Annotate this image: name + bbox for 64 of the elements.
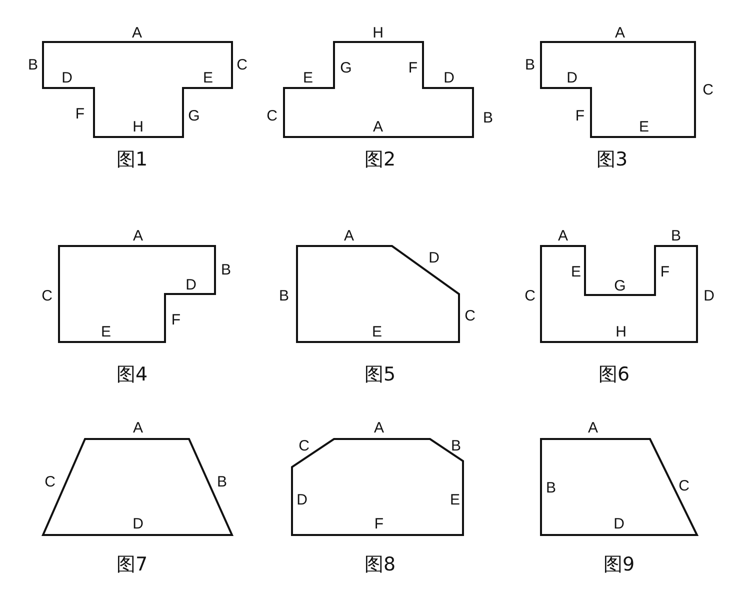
side-label: C [678,478,690,494]
side-label: A [133,228,143,244]
side-label: E [203,70,213,86]
side-label: B [221,262,231,278]
figure-caption: 图3 [596,150,628,170]
side-label: B [217,474,227,490]
figure-caption: 图4 [116,366,148,384]
side-label: E [303,70,313,86]
side-label: A [374,420,384,436]
side-label: E [101,324,111,340]
figure-caption: 图2 [364,150,396,170]
side-label: A [558,228,568,244]
side-label: A [588,420,598,436]
side-label: F [660,264,670,280]
side-label: B [525,58,535,72]
side-label: C [236,58,248,72]
side-label: A [132,26,142,40]
side-label: F [171,312,181,328]
side-label: D [614,516,624,532]
side-label: F [575,108,585,124]
side-label: G [188,108,200,124]
figure-caption: 图7 [116,556,148,574]
side-label: F [374,516,384,532]
side-label: A [344,228,354,244]
side-label: G [614,278,626,294]
side-label: D [62,70,72,86]
figure-caption: 图1 [116,150,148,170]
side-label: B [451,438,461,454]
side-label: C [298,438,310,454]
side-label: D [296,492,308,508]
side-label: E [571,264,581,280]
side-label: H [132,120,144,134]
side-label: B [546,480,556,496]
side-label: C [42,288,52,304]
side-label: B [483,110,493,126]
side-label: D [132,516,144,532]
side-label: D [566,70,578,86]
side-label: C [524,288,536,304]
side-label: D [428,250,440,266]
figure-caption: 图5 [364,366,396,384]
side-label: C [266,108,278,124]
side-label: D [704,288,714,304]
side-label: A [133,420,143,436]
side-label: E [372,324,382,340]
figure-caption: 图8 [364,556,396,574]
side-label: E [639,120,649,134]
side-label: C [464,308,476,324]
side-label: E [450,492,460,508]
side-label: F [408,60,418,76]
side-label: A [373,120,383,134]
side-label: C [44,474,56,490]
side-label: D [186,278,196,292]
figure-caption: 图9 [603,556,635,574]
side-label: H [372,26,384,40]
side-label: F [75,106,85,122]
side-label: B [279,288,289,304]
side-label: C [702,82,714,98]
figure-caption: 图6 [598,366,630,384]
side-label: B [671,228,681,244]
side-label: B [28,58,38,72]
side-label: A [615,26,625,40]
side-label: G [340,60,352,76]
side-label: D [444,70,454,86]
side-label: H [616,324,626,340]
